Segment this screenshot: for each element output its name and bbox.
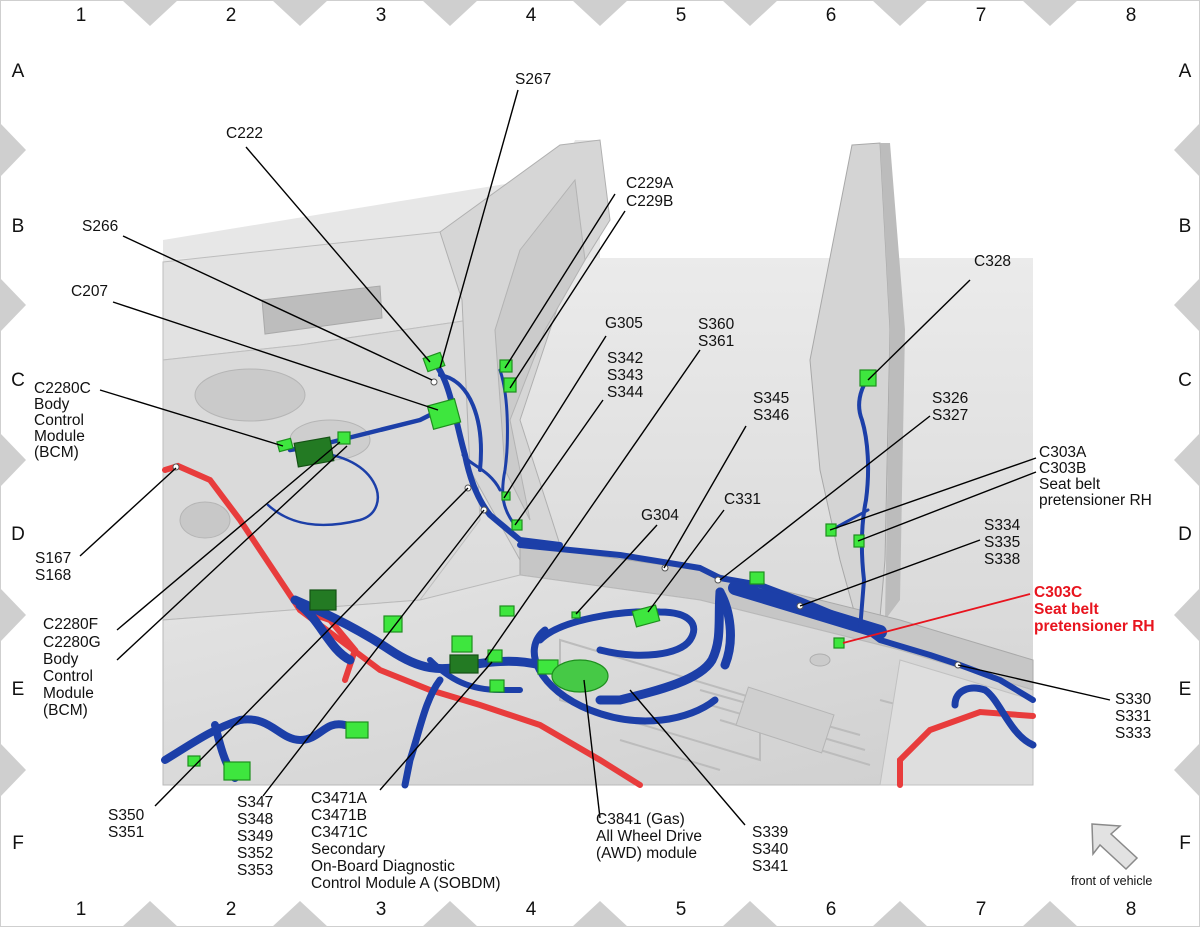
label-g304: G304: [641, 507, 679, 524]
label-c303ab: C303A C303B Seat belt pretensioner RH: [1039, 444, 1152, 509]
grid-column-labels: 1 2 3 4 5 6 7 8 1 2 3 4 5 6 7 8: [76, 5, 1137, 920]
connector-s342: [511, 519, 523, 531]
grid-col-bottom: 3: [376, 899, 387, 920]
connector-c3471b: [489, 679, 505, 693]
label-s266: S266: [82, 218, 118, 235]
grid-row-right: B: [1179, 216, 1192, 237]
connector-c2280fg: [337, 431, 351, 445]
label-c3471: C3471A C3471B C3471C Secondary On-Board …: [311, 790, 501, 892]
connector-c303c: [833, 637, 845, 649]
grid-col-top: 8: [1126, 5, 1137, 26]
grid-col-bottom: 7: [976, 899, 987, 920]
grid-col-bottom: 6: [826, 899, 837, 920]
label-c3841: C3841 (Gas) All Wheel Drive (AWD) module: [596, 811, 706, 862]
quarter-opening: [179, 501, 231, 539]
awd-module: [551, 659, 609, 693]
connector-floor: [309, 589, 337, 611]
label-s342: S342 S343 S344: [607, 350, 648, 401]
grid-row-right: E: [1179, 679, 1192, 700]
connector-c207: [426, 398, 462, 430]
label-s345: S345 S346: [753, 390, 794, 424]
grid-row-left: B: [12, 216, 25, 237]
label-c331: C331: [724, 491, 761, 508]
connector-g304: [571, 611, 581, 619]
connector-sill: [749, 571, 765, 585]
b-pillar-edge: [880, 143, 905, 620]
connector-floor: [187, 755, 201, 767]
grid-row-left: D: [11, 524, 25, 545]
grid-col-bottom: 4: [526, 899, 537, 920]
connector-floor: [223, 761, 251, 781]
connector-c328: [859, 369, 877, 387]
label-c2280fg: C2280F C2280G Body Control Module (BCM): [43, 616, 105, 719]
connector-floor: [499, 605, 515, 617]
label-s347: S347 S348 S349 S352 S353: [237, 794, 278, 879]
grid-row-right: D: [1178, 524, 1192, 545]
connector-c229b: [503, 377, 517, 393]
connector-floor: [451, 635, 473, 653]
c-pillar-inner: [494, 178, 586, 521]
label-s360: S360 S361: [698, 316, 739, 350]
label-s167: S167 S168: [35, 550, 76, 584]
grid-col-bottom: 8: [1126, 899, 1137, 920]
grid-col-bottom: 1: [76, 899, 87, 920]
grid-row-right: C: [1178, 370, 1192, 391]
connector-floor: [345, 721, 369, 739]
label-c229: C229A C229B: [626, 175, 677, 210]
grid-col-bottom: 2: [226, 899, 237, 920]
grid-col-top: 5: [676, 5, 687, 26]
grid-row-left: A: [12, 61, 25, 82]
floor-vent: [735, 686, 835, 754]
grid-col-bottom: 5: [676, 899, 687, 920]
label-c222: C222: [226, 125, 263, 142]
grid-row-left: E: [12, 679, 25, 700]
grid-row-left: C: [11, 370, 25, 391]
grid-row-left: F: [12, 833, 24, 854]
label-s267: S267: [515, 71, 551, 88]
leader-line-c303c: [842, 593, 1031, 644]
label-g305: G305: [605, 315, 643, 332]
connector-floor: [383, 615, 403, 633]
grid-col-top: 3: [376, 5, 387, 26]
label-s326: S326 S327: [932, 390, 973, 424]
grid-row-right: A: [1179, 61, 1192, 82]
label-s350: S350 S351: [108, 807, 149, 841]
splice-point: [430, 378, 438, 386]
label-c2280c: C2280C Body Control Module (BCM): [34, 380, 95, 461]
front-arrow-icon: [1091, 823, 1139, 871]
grid-row-labels: A B C D E F A B C D E F: [11, 61, 1192, 854]
grid-col-top: 7: [976, 5, 987, 26]
front-of-vehicle-label: front of vehicle: [1071, 874, 1152, 888]
floor-hole: [809, 653, 831, 667]
label-c303c-highlight: C303C Seat belt pretensioner RH: [1034, 584, 1155, 635]
connector-c2280c: [276, 437, 294, 453]
label-s334: S334 S335 S338: [984, 517, 1025, 568]
grid-row-right: F: [1179, 833, 1191, 854]
grid-col-top: 2: [226, 5, 237, 26]
front-of-vehicle-indicator: front of vehicle: [1071, 823, 1152, 888]
connector-sobdm: [449, 654, 479, 674]
quarter-opening: [194, 368, 306, 422]
callout-labels: S267 C222 S266 C207 C229A C229B G305 S36…: [34, 71, 1156, 892]
label-s330: S330 S331 S333: [1115, 691, 1156, 742]
label-s339: S339 S340 S341: [752, 824, 793, 875]
package-tray: [261, 285, 383, 335]
label-c207: C207: [71, 283, 108, 300]
grid-col-top: 4: [526, 5, 537, 26]
grid-col-top: 1: [76, 5, 87, 26]
connector-c331: [631, 604, 661, 628]
label-c328: C328: [974, 253, 1011, 270]
leader-lines: [79, 89, 1111, 826]
grid-col-top: 6: [826, 5, 837, 26]
